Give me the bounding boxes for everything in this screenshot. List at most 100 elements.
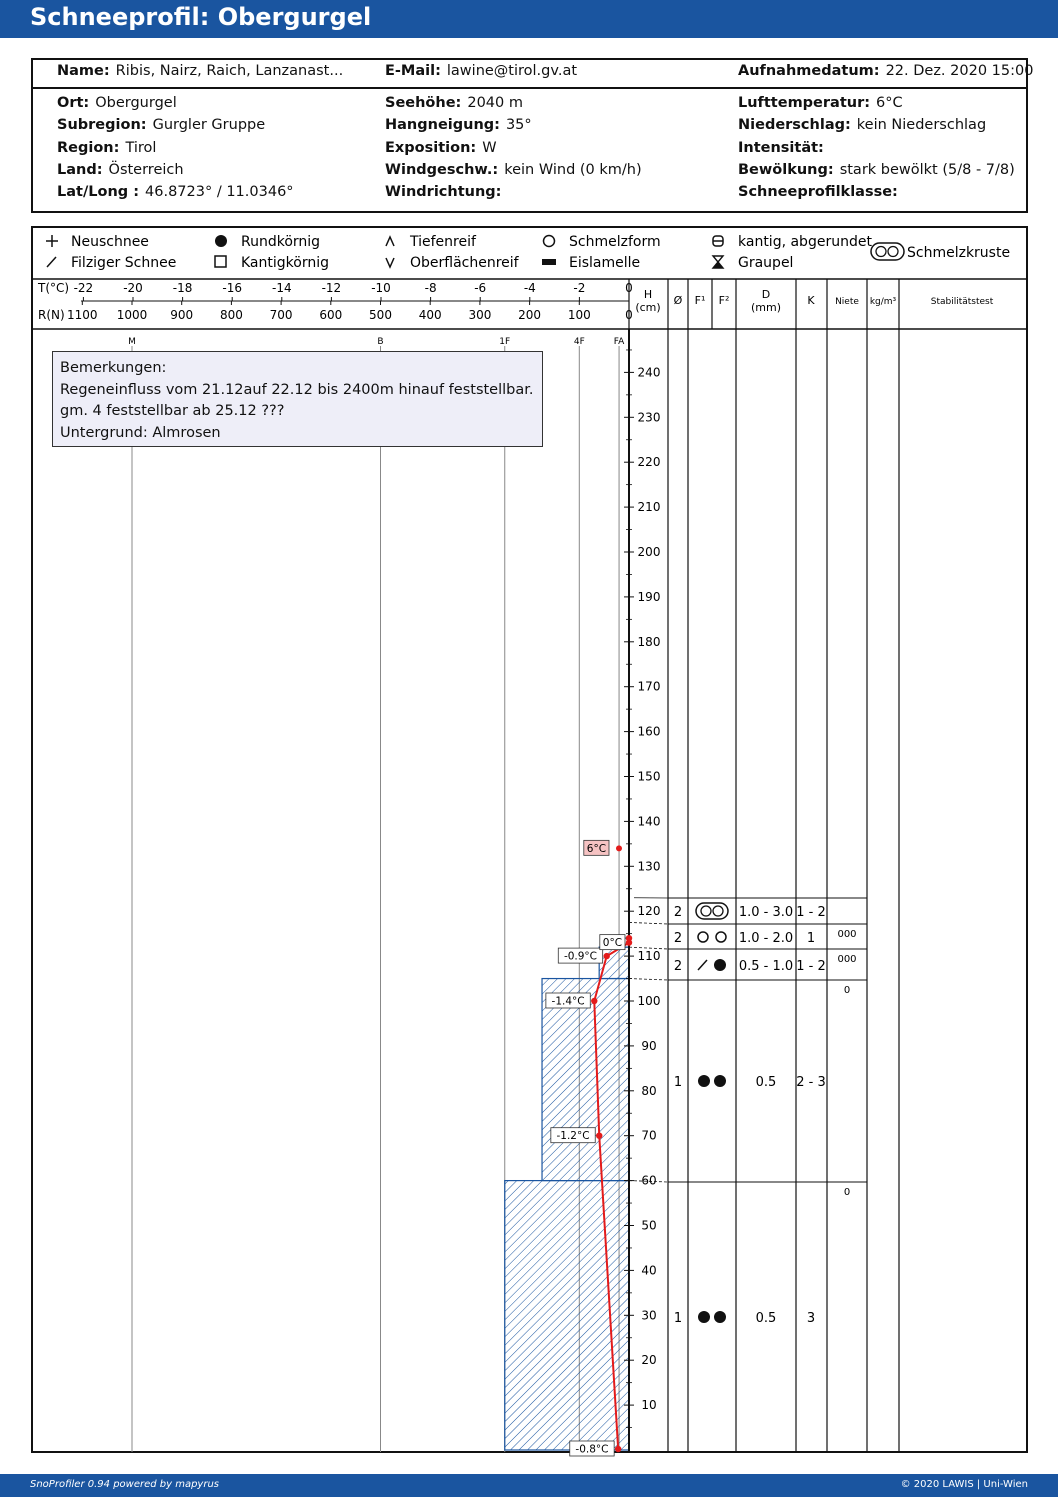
height-tick-label: 130 xyxy=(638,859,661,873)
hardness-reference-label: FA xyxy=(614,337,625,347)
temperature-label-box xyxy=(569,1440,615,1457)
temperature-axis-label: T(°C) xyxy=(37,281,69,295)
layer-hardness: 1 - 2 xyxy=(796,959,826,974)
filled-circle-icon xyxy=(714,959,726,971)
height-tick-label: 240 xyxy=(638,365,661,379)
detail-value: W xyxy=(482,140,497,156)
temperature-point xyxy=(603,952,610,960)
layer-wetness: 1 xyxy=(674,1075,682,1090)
height-tick-label: 90 xyxy=(641,1039,656,1053)
height-tick-label: 220 xyxy=(638,455,661,469)
header-box xyxy=(31,58,1028,213)
height-tick-label: 80 xyxy=(641,1084,656,1098)
square-icon xyxy=(214,255,227,268)
resistance-ticks: 110010009008007006005004003002001000 xyxy=(67,301,633,322)
height-tick-label: 10 xyxy=(641,1398,656,1412)
detail-value: kein Wind (0 km/h) xyxy=(504,162,642,178)
height-tick-label: 30 xyxy=(641,1308,656,1322)
temperature-tick-label: -18 xyxy=(173,281,193,295)
height-tick-label: 210 xyxy=(638,500,661,514)
layer-niete: 0 xyxy=(844,1187,850,1198)
layer-grain-size: 1.0 - 3.0 xyxy=(739,905,793,920)
detail-row: Windrichtung: xyxy=(385,184,507,200)
footer-copyright: © 2020 LAWIS | Uni-Wien xyxy=(900,1479,1028,1490)
temperature-tick-label: -20 xyxy=(123,281,143,295)
detail-row: Seehöhe:2040 m xyxy=(385,95,523,111)
layer-grain-size: 0.5 xyxy=(756,1311,777,1326)
legend-neuschnee: Neuschnee xyxy=(71,234,149,250)
plus-icon xyxy=(46,235,58,247)
layer-grain-size: 1.0 - 2.0 xyxy=(739,931,793,946)
detail-label: Region: xyxy=(57,140,120,156)
resistance-tick-label: 800 xyxy=(220,308,243,322)
height-tick-label: 170 xyxy=(638,680,661,694)
detail-row: Land:Österreich xyxy=(57,162,184,178)
layer-connector xyxy=(628,978,669,981)
hardness-reference-label: M xyxy=(128,337,136,347)
legend-oberflaechenreif: Oberflächenreif xyxy=(410,255,520,271)
hardness-column-label: K xyxy=(807,294,815,307)
f2-column-label: F² xyxy=(719,294,730,307)
legend-eislamelle: Eislamelle xyxy=(569,255,640,271)
layer-niete: 000 xyxy=(837,954,856,965)
height-tick-label: 120 xyxy=(638,904,661,918)
title-bar: Schneeprofil: Obergurgel xyxy=(0,0,1058,38)
layer-hardness: 3 xyxy=(807,1311,815,1326)
temperature-tick-label: -10 xyxy=(371,281,391,295)
detail-label: Schneeprofilklasse: xyxy=(738,184,898,200)
melt-crust-icon xyxy=(700,905,712,917)
height-tick-label: 110 xyxy=(638,949,661,963)
detail-value: Gurgler Gruppe xyxy=(152,117,266,133)
melt-crust-icon xyxy=(712,905,724,917)
temperature-label-box xyxy=(557,947,604,964)
detail-label: Land: xyxy=(57,162,103,178)
detail-label: Niederschlag: xyxy=(738,117,851,133)
detail-label: Windrichtung: xyxy=(385,184,502,200)
detail-label: Intensität: xyxy=(738,140,824,156)
footer-credit: SnoProfiler 0.94 powered by mapyrus xyxy=(30,1479,220,1490)
detail-row: Ort:Obergurgel xyxy=(57,95,177,111)
resistance-tick-label: 900 xyxy=(170,308,193,322)
temperature-tick-label: -16 xyxy=(222,281,242,295)
name-value: Ribis, Nairz, Raich, Lanzanast... xyxy=(115,63,344,79)
layer-grain-size: 0.5 - 1.0 xyxy=(739,959,793,974)
layer-wetness: 2 xyxy=(674,905,682,920)
size-column-unit: (mm) xyxy=(751,301,781,314)
remarks-line: Untergrund: Almrosen xyxy=(60,424,221,441)
layer-connector xyxy=(628,1180,669,1183)
detail-row: Lat/Long :46.8723° / 11.0346° xyxy=(57,184,294,200)
temperature-label: -0.8°C xyxy=(575,1444,608,1456)
ice-lens-icon xyxy=(542,259,556,265)
detail-row: Region: Tirol xyxy=(57,140,156,156)
legend-kantig-abgerundet: kantig, abgerundet xyxy=(738,234,872,250)
height-tick-label: 60 xyxy=(641,1174,656,1188)
melt-crust-icon xyxy=(870,242,905,261)
footer: SnoProfiler 0.94 powered by mapyrus © 20… xyxy=(0,1474,1058,1497)
temperature-label: 0°C xyxy=(603,937,622,949)
legend-kantigkoernig: Kantigkörnig xyxy=(241,255,329,271)
filled-circle-icon xyxy=(698,1075,710,1087)
height-tick-label: 100 xyxy=(638,994,661,1008)
resistance-tick-label: 100 xyxy=(568,308,591,322)
detail-value: stark bewölkt (5/8 - 7/8) xyxy=(839,162,1015,178)
temperature-point xyxy=(596,1132,603,1139)
detail-row: Windgeschw.:kein Wind (0 km/h) xyxy=(385,162,642,178)
temperature-tick-label: -2 xyxy=(573,281,585,295)
detail-label: Bewölkung: xyxy=(738,162,834,178)
email-field: E-Mail:lawine@tirol.gv.at xyxy=(385,63,577,79)
rounded-faceted-icon xyxy=(712,235,724,247)
height-tick-label: 50 xyxy=(641,1219,656,1233)
remarks-line: gm. 4 feststellbar ab 25.12 ??? xyxy=(60,403,285,419)
legend-schmelzkruste: Schmelzkruste xyxy=(907,245,1010,261)
temperature-tick-label: -22 xyxy=(74,281,94,295)
slash-icon xyxy=(697,959,708,971)
temperature-point xyxy=(614,1445,622,1453)
hardness-reference-label: 4F xyxy=(574,337,585,347)
temperature-tick-label: -8 xyxy=(425,281,437,295)
detail-label: Lufttemperatur: xyxy=(738,95,871,111)
header-divider xyxy=(33,87,1026,89)
caret-down-icon xyxy=(385,257,395,269)
height-tick-label: 190 xyxy=(638,590,661,604)
resistance-tick-label: 500 xyxy=(369,308,392,322)
detail-value: Tirol xyxy=(125,140,157,156)
